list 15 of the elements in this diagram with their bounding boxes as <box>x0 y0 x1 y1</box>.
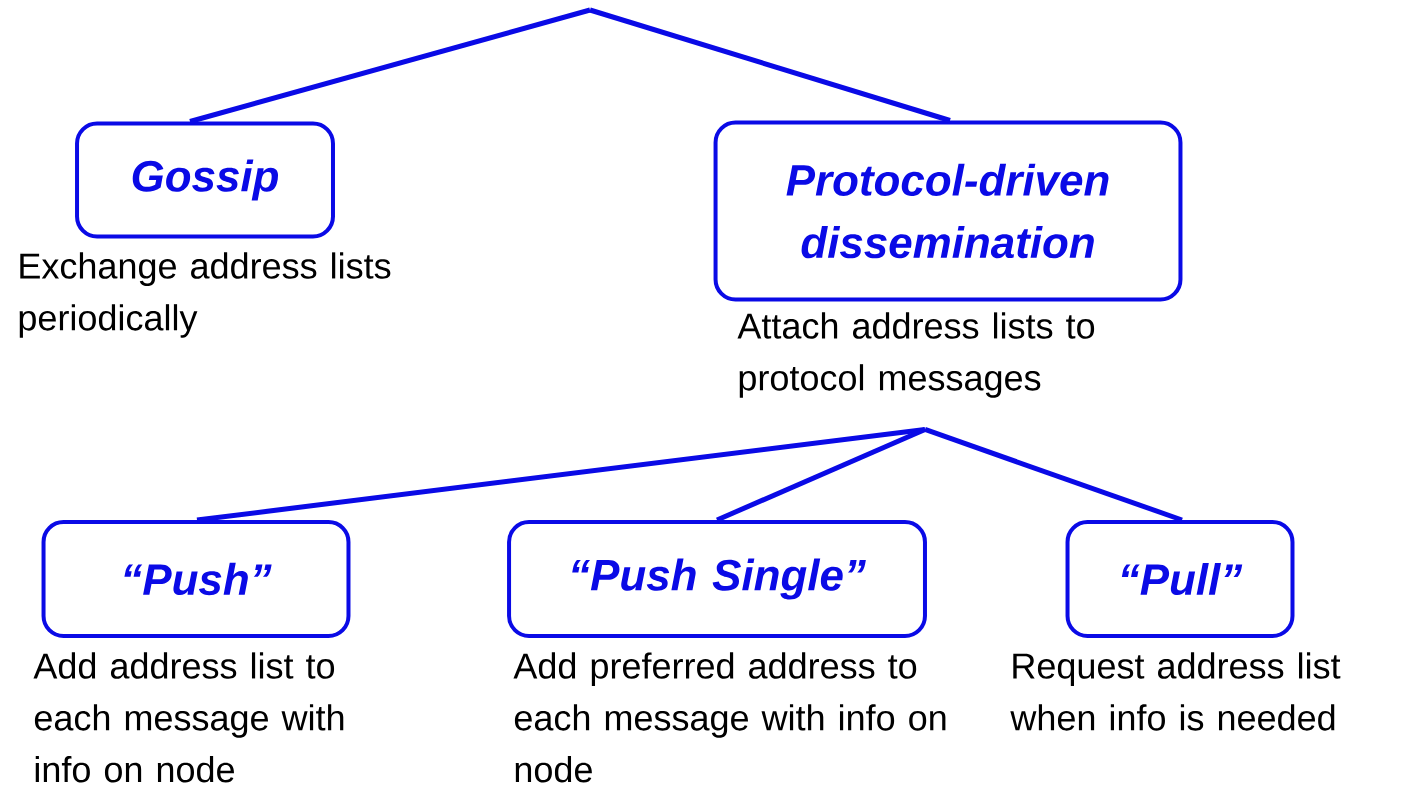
description-text: Add preferred address to each message with info on node <box>513 652 946 783</box>
rounded-box: Protocol-driven dissemination <box>713 120 1183 302</box>
tree-line <box>589 7 951 123</box>
rounded-box: “Push” <box>41 520 351 638</box>
description-text: Add address list to each message with info on node <box>33 652 344 783</box>
description-text: Exchange address lists periodically <box>19 252 391 338</box>
description-text: Request address list when info is needed <box>1010 652 1341 731</box>
tree-line <box>196 427 926 523</box>
tree-line <box>716 427 926 523</box>
rounded-box: Gossip <box>75 121 335 239</box>
rounded-box: “Pull” <box>1065 520 1295 638</box>
rounded-box: “Push Single” <box>507 520 927 638</box>
tree-line <box>924 427 1183 523</box>
description-text: Attach address lists to protocol messages <box>737 312 1095 398</box>
tree-line <box>189 7 591 124</box>
